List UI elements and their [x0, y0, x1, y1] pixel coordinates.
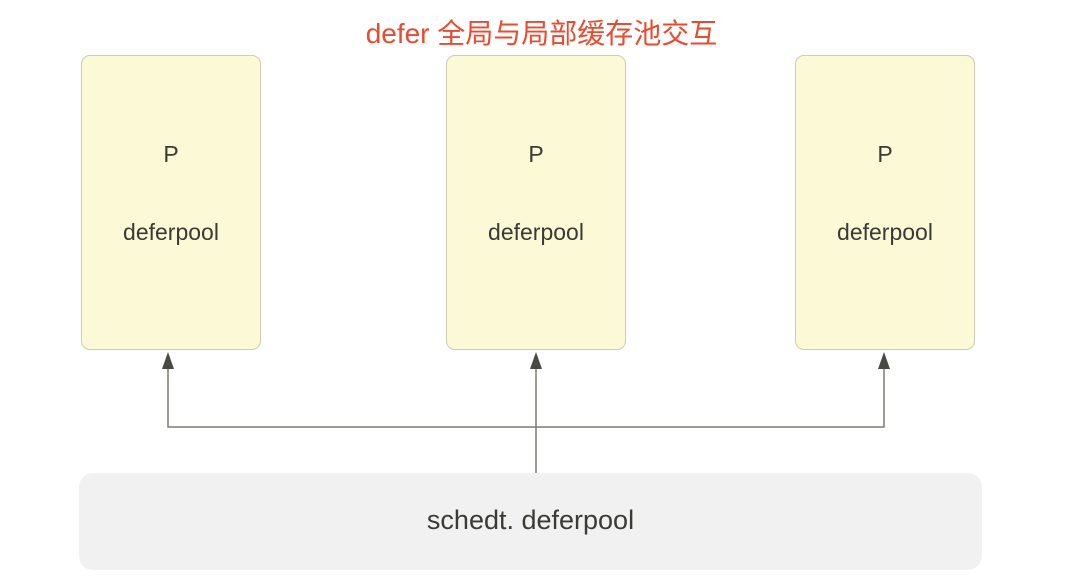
connector-line-left-right [167, 366, 885, 428]
diagram-title: defer 全局与局部缓存池交互 [365, 18, 718, 49]
global-pool-box: schedt. deferpool [79, 473, 982, 570]
processor-box-3: P deferpool [795, 55, 975, 350]
processor-box-2: P deferpool [446, 55, 626, 350]
local-pool-label: deferpool [837, 219, 933, 245]
global-pool-label: schedt. deferpool [426, 505, 635, 535]
arrow-head-center [530, 352, 542, 369]
processor-label: P [877, 141, 893, 167]
processor-label: P [528, 141, 544, 167]
local-pool-label: deferpool [488, 219, 584, 245]
local-pool-label: deferpool [123, 219, 219, 245]
arrow-head-right [878, 352, 890, 369]
processor-label: P [163, 141, 179, 167]
arrow-head-left [162, 352, 174, 369]
processor-box-1: P deferpool [81, 55, 261, 350]
